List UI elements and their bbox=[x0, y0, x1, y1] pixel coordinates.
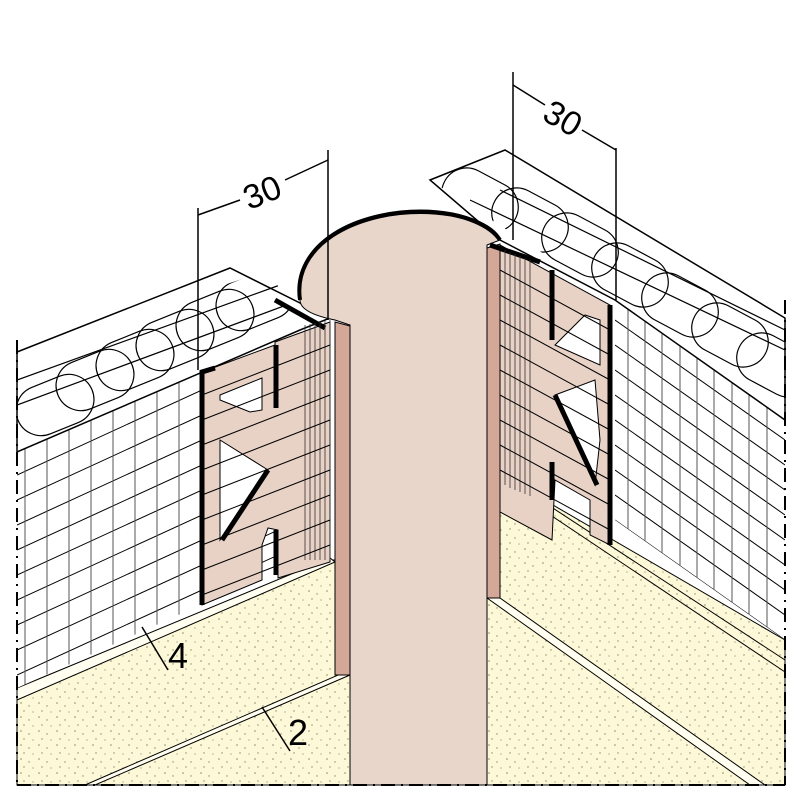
dimension-label-left: 30 bbox=[238, 168, 287, 217]
insulation-left bbox=[16, 267, 332, 454]
callout-label-mesh: 4 bbox=[168, 635, 188, 676]
break-lines bbox=[16, 300, 786, 786]
profile-right bbox=[489, 242, 613, 546]
profile-left bbox=[199, 297, 331, 606]
callout-label-render: 2 bbox=[288, 712, 308, 753]
render-layer bbox=[16, 479, 786, 786]
dimension-label-right: 30 bbox=[537, 93, 589, 145]
callout-2: 2 bbox=[261, 706, 308, 753]
callout-4: 4 bbox=[141, 626, 188, 676]
